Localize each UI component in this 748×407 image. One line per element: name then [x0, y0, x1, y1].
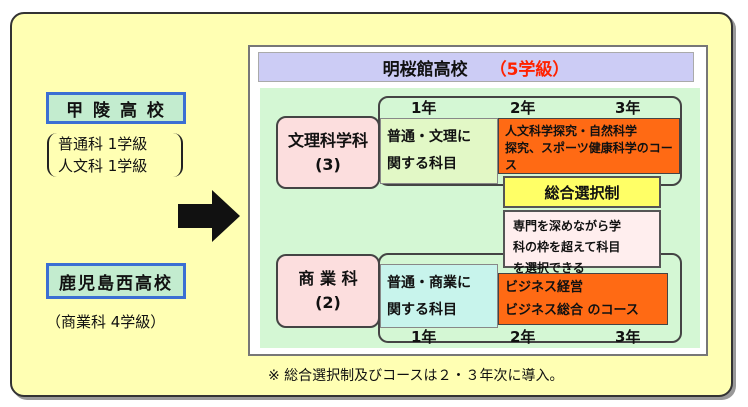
footnote: ※ 総合選択制及びコースは２・３年次に導入。 — [268, 368, 564, 384]
year-top-2: 2年 — [510, 99, 536, 117]
dept-bunri-count: (3) — [315, 154, 341, 174]
sogo-desc-line-3: を選択できる — [513, 261, 585, 275]
year-top-3: 3年 — [615, 99, 641, 117]
dept-shogyo: 商 業 科 (2) — [276, 254, 380, 328]
sogo-selection-title-text: 総合選択制 — [544, 183, 620, 202]
school-koryo-row-1: 普通科 1学級 — [58, 135, 148, 153]
year-bottom-3: 3年 — [615, 328, 641, 346]
dept-bunri-courses: 人文科学探究・自然科学 探究、スポーツ健康科学のコー ス — [498, 118, 680, 174]
school-kagoshima-nishi: 鹿児島西高校 — [46, 263, 186, 299]
dept-shogyo-general: 普通・商業に 関する科目 — [380, 264, 498, 328]
sogo-desc-line-2: 科の枠を超えて科目 — [513, 240, 621, 254]
dept-shogyo-general-line-2: 関する科目 — [387, 301, 457, 318]
dept-shogyo-course-line-1: ビジネス経営 — [505, 280, 584, 295]
school-koryo-row-2: 人文科 1学級 — [58, 157, 148, 175]
year-top-1: 1年 — [411, 99, 437, 117]
dept-bunri-general: 普通・文理に 関する科目 — [380, 118, 498, 184]
dept-bunri-general-line-1: 普通・文理に — [387, 129, 471, 145]
school-kagoshima-nishi-row: （商業科 4学級） — [46, 313, 166, 331]
school-koryo-bracket — [47, 133, 183, 177]
dept-shogyo-course-line-2: ビジネス総合 のコース — [505, 302, 639, 318]
dept-bunri-course-line-3: ス — [505, 157, 518, 172]
dept-bunri-name: 文理科学科 — [287, 130, 368, 150]
dept-bunri-course-line-1: 人文科学探究・自然科学 — [505, 124, 638, 138]
dept-shogyo-count: (2) — [315, 293, 341, 312]
school-kagoshima-nishi-name: 鹿児島西高校 — [59, 273, 173, 294]
meioukan-title-classes: （5学級） — [489, 59, 570, 80]
year-bottom-2: 2年 — [510, 328, 536, 346]
dept-shogyo-courses: ビジネス経営 ビジネス総合 のコース — [498, 273, 668, 325]
dept-bunri: 文理科学科 (3) — [276, 116, 380, 189]
dept-bunri-course-line-2: 探究、スポーツ健康科学のコー — [505, 140, 673, 155]
sogo-selection-title: 総合選択制 — [503, 176, 661, 208]
year-bottom-1: 1年 — [411, 328, 437, 346]
dept-shogyo-general-line-1: 普通・商業に — [387, 275, 471, 291]
meioukan-title-name: 明桜館高校 — [382, 59, 468, 80]
dept-shogyo-name: 商 業 科 — [298, 269, 358, 288]
school-koryo-name: 甲 陵 高 校 — [66, 100, 166, 121]
sogo-desc-line-1: 専門を深めながら学 — [513, 219, 622, 233]
sogo-selection-description: 専門を深めながら学 科の枠を超えて科目 を選択できる — [503, 210, 661, 275]
school-koryo: 甲 陵 高 校 — [46, 92, 186, 124]
dept-bunri-general-line-2: 関する科目 — [387, 155, 457, 172]
meioukan-title: 明桜館高校 （5学級） — [258, 52, 694, 82]
arrow-right-icon — [178, 190, 240, 242]
